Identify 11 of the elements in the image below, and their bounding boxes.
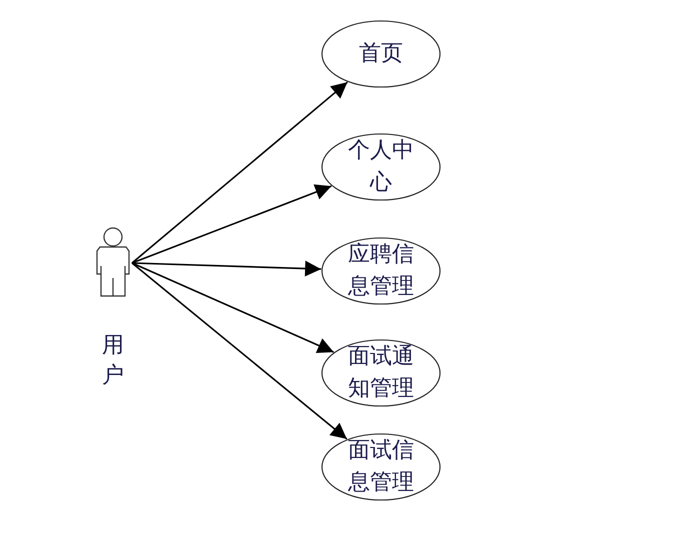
use-case-ellipse: 面试信息管理 xyxy=(321,433,441,501)
use-case-ellipse: 首页 xyxy=(321,20,441,88)
arrow xyxy=(132,262,348,440)
use-case-ellipse: 应聘信息管理 xyxy=(321,237,441,305)
arrow xyxy=(131,82,348,264)
actor-label: 用户 xyxy=(101,332,125,390)
arrow xyxy=(132,184,332,264)
use-case-ellipse: 个人中心 xyxy=(321,133,441,201)
arrow xyxy=(132,262,334,353)
use-case-ellipse: 面试通知管理 xyxy=(321,339,441,407)
arrow xyxy=(132,260,322,277)
